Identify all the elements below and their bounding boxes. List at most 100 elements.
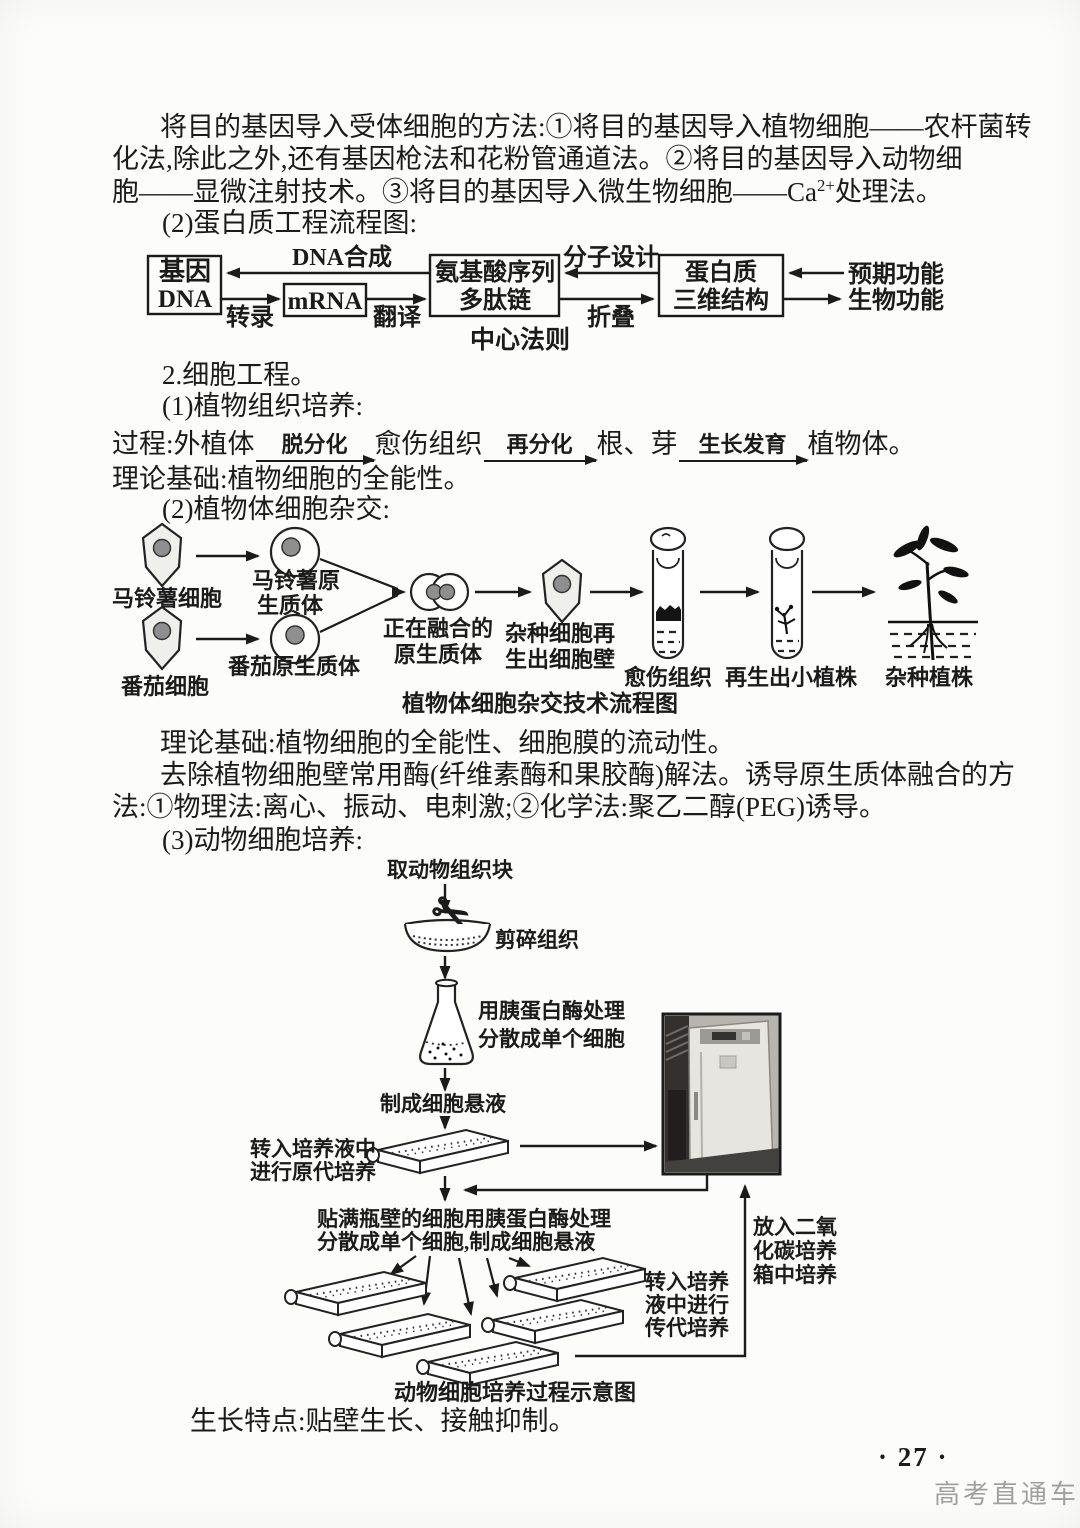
hybrid-cell-shape bbox=[541, 558, 583, 624]
tomato-protoplast-label: 番茄原生质体 bbox=[227, 654, 361, 679]
hybridization-caption: 植物体细胞杂交技术流程图 bbox=[402, 690, 678, 716]
intro-line-1: 将目的基因导入受体细胞的方法:①将目的基因导入植物细胞——农杆菌转 bbox=[160, 112, 1032, 142]
hybrid-plant-sketch bbox=[888, 525, 978, 661]
co2-label-1: 放入二氧 bbox=[752, 1215, 837, 1239]
calcium-superscript: 2+ bbox=[817, 176, 835, 195]
gene-dna-box-label-2: DNA bbox=[158, 286, 212, 313]
protein-structure-box-label-2: 三维结构 bbox=[673, 286, 769, 314]
mince-tissue-label: 剪碎组织 bbox=[495, 928, 579, 952]
hybrid-cell-label-1: 杂种细胞再 bbox=[505, 621, 615, 646]
fusing-label-2: 原生质体 bbox=[394, 642, 483, 667]
protein-structure-box bbox=[657, 253, 785, 318]
hybrid-cell-label-2: 生出细胞壁 bbox=[505, 647, 615, 672]
split-arrow-4 bbox=[485, 1257, 500, 1298]
folding-label: 折叠 bbox=[587, 304, 635, 331]
intro-line-2: 化法,除此之外,还有基因枪法和花粉管通道法。②将目的基因导入动物细 bbox=[112, 144, 963, 174]
trypsin-label-1: 用胰蛋白酶处理 bbox=[478, 999, 625, 1023]
growth-label: 生长发育 bbox=[698, 432, 787, 458]
co2-label-2: 化碳培养 bbox=[753, 1239, 837, 1263]
potato-protoplast-label-1: 马铃薯原 bbox=[252, 568, 340, 593]
molecular-design-label: 分子设计 bbox=[563, 244, 659, 271]
plant-tissue-process-line: 过程:外植体 脱分化 愈伤组织 再分化 根、芽 生长发育 植物体。 bbox=[112, 422, 916, 465]
subculture-flask-2 bbox=[328, 1313, 471, 1358]
watermark: 高考直通车 bbox=[934, 1480, 1080, 1509]
intro-line-3-tail: 处理法。 bbox=[834, 177, 943, 207]
plant-tissue-culture-subheading: (1)植物组织培养: bbox=[162, 391, 363, 421]
intro-line-3: 胞——显微注射技术。③将目的基因导入微生物细胞——Ca2+处理法。 bbox=[112, 176, 943, 208]
split-arrow-5 bbox=[508, 1256, 531, 1268]
protein-engineering-heading: (2)蛋白质工程流程图: bbox=[162, 208, 417, 238]
gene-dna-box bbox=[146, 254, 223, 316]
process-callus: 愈伤组织 bbox=[374, 429, 483, 459]
process-root-bud: 根、芽 bbox=[596, 429, 678, 459]
cell-suspension-label: 制成细胞悬液 bbox=[380, 1092, 506, 1116]
split-arrow-1 bbox=[389, 1255, 417, 1276]
plantlet-test-tube bbox=[768, 526, 806, 660]
converge-line-bottom bbox=[319, 594, 399, 633]
potato-protoplast-label-2: 生质体 bbox=[257, 593, 324, 618]
tomato-cell-shape bbox=[141, 605, 183, 671]
incubator-return-connector bbox=[463, 1174, 709, 1196]
confluent-label-1: 贴满瓶壁的细胞用胰蛋白酶处理 bbox=[317, 1207, 611, 1231]
redifferentiation-arrow: 再分化 bbox=[483, 432, 598, 465]
fusing-label-1: 正在融合的 bbox=[383, 616, 493, 641]
split-arrow-3 bbox=[457, 1257, 474, 1316]
protein-engineering-diagram: 基因 DNA mRNA 氨基酸序列 多肽链 蛋白质 三维结构 DNA合成 转录 … bbox=[146, 243, 944, 354]
redifferentiation-label: 再分化 bbox=[506, 432, 573, 458]
converge-line-top bbox=[319, 557, 399, 591]
primary-culture-label-2: 进行原代培养 bbox=[250, 1160, 376, 1184]
transcription-label: 转录 bbox=[226, 303, 274, 331]
somatic-hybridization-subheading: (2)植物体细胞杂交: bbox=[162, 494, 390, 524]
biological-function-label: 生物功能 bbox=[848, 286, 944, 314]
subculture-label-1: 转入培养 bbox=[645, 1270, 729, 1294]
growth-arrow: 生长发育 bbox=[678, 432, 809, 465]
trypsin-label-2: 分散成单个细胞 bbox=[478, 1027, 625, 1051]
subculture-flask-5 bbox=[416, 1341, 559, 1386]
plantlet-label: 再生出小植株 bbox=[725, 665, 858, 690]
protein-structure-box-label-1: 蛋白质 bbox=[685, 258, 757, 286]
fusing-protoplasts-shape bbox=[409, 572, 470, 612]
potato-cell-label: 马铃薯细胞 bbox=[112, 586, 222, 611]
subculture-flask-1 bbox=[284, 1271, 427, 1316]
subculture-label-2: 液中进行 bbox=[645, 1293, 729, 1317]
primary-culture-label-1: 转入培养液中 bbox=[250, 1137, 376, 1161]
translation-label: 翻译 bbox=[373, 304, 422, 331]
dna-synthesis-label: DNA合成 bbox=[292, 243, 392, 271]
callus-label: 愈伤组织 bbox=[623, 665, 712, 690]
hybrid-plant-label: 杂种植株 bbox=[885, 665, 974, 690]
intro-line-3-text: 胞——显微注射技术。③将目的基因导入微生物细胞——Ca bbox=[112, 177, 817, 207]
animal-cell-culture-diagram: 取动物组织块 ✂ 剪碎组织 用胰蛋白酶处理 bbox=[250, 858, 837, 1405]
subculture-to-incubator-connector bbox=[575, 1184, 751, 1358]
animal-cell-culture-subheading: (3)动物细胞培养: bbox=[162, 825, 363, 855]
tomato-cell-label: 番茄细胞 bbox=[120, 674, 209, 699]
process-plant-body: 植物体。 bbox=[807, 429, 916, 459]
growth-characteristics-note: 生长特点:贴壁生长、接触抑制。 bbox=[190, 1406, 576, 1436]
take-tissue-label: 取动物组织块 bbox=[387, 858, 514, 882]
amino-acid-box-label-2: 多肽链 bbox=[459, 286, 532, 314]
expected-function-label: 预期功能 bbox=[848, 260, 944, 288]
mrna-box-label: mRNA bbox=[288, 288, 363, 315]
callus-test-tube bbox=[649, 526, 687, 660]
amino-acid-box-label-1: 氨基酸序列 bbox=[435, 258, 555, 286]
theory-basis-1: 理论基础:植物细胞的全能性。 bbox=[112, 464, 471, 494]
subculture-label-3: 传代培养 bbox=[644, 1316, 729, 1340]
cell-engineering-heading: 2.细胞工程。 bbox=[162, 360, 318, 390]
confluent-label-2: 分散成单个细胞,制成细胞悬液 bbox=[317, 1230, 595, 1254]
process-prefix: 过程:外植体 bbox=[112, 429, 255, 459]
erlenmeyer-flask-shape bbox=[419, 978, 474, 1066]
dedifferentiation-label: 脱分化 bbox=[281, 432, 348, 458]
animal-culture-caption: 动物细胞培养过程示意图 bbox=[394, 1380, 636, 1405]
enzyme-text-line-2: 法:①物理法:离心、振动、电刺激;②化学法:聚乙二醇(PEG)诱导。 bbox=[112, 792, 886, 822]
primary-culture-flask bbox=[366, 1129, 509, 1174]
theory-basis-2: 理论基础:植物细胞的全能性、细胞膜的流动性。 bbox=[160, 728, 735, 758]
co2-incubator-photo bbox=[661, 1012, 782, 1176]
potato-cell-shape bbox=[141, 522, 183, 588]
potato-protoplast-nucleus bbox=[281, 537, 301, 557]
gene-dna-box-label-1: 基因 bbox=[159, 257, 211, 286]
co2-label-3: 箱中培养 bbox=[753, 1263, 837, 1287]
enzyme-text-line-1: 去除植物细胞壁常用酶(纤维素酶和果胶酶)解法。诱导原生质体融合的方 bbox=[160, 760, 1015, 790]
page-number: · 27 · bbox=[878, 1442, 949, 1472]
subculture-flask-4 bbox=[481, 1299, 624, 1344]
tomato-protoplast-nucleus bbox=[285, 625, 305, 645]
